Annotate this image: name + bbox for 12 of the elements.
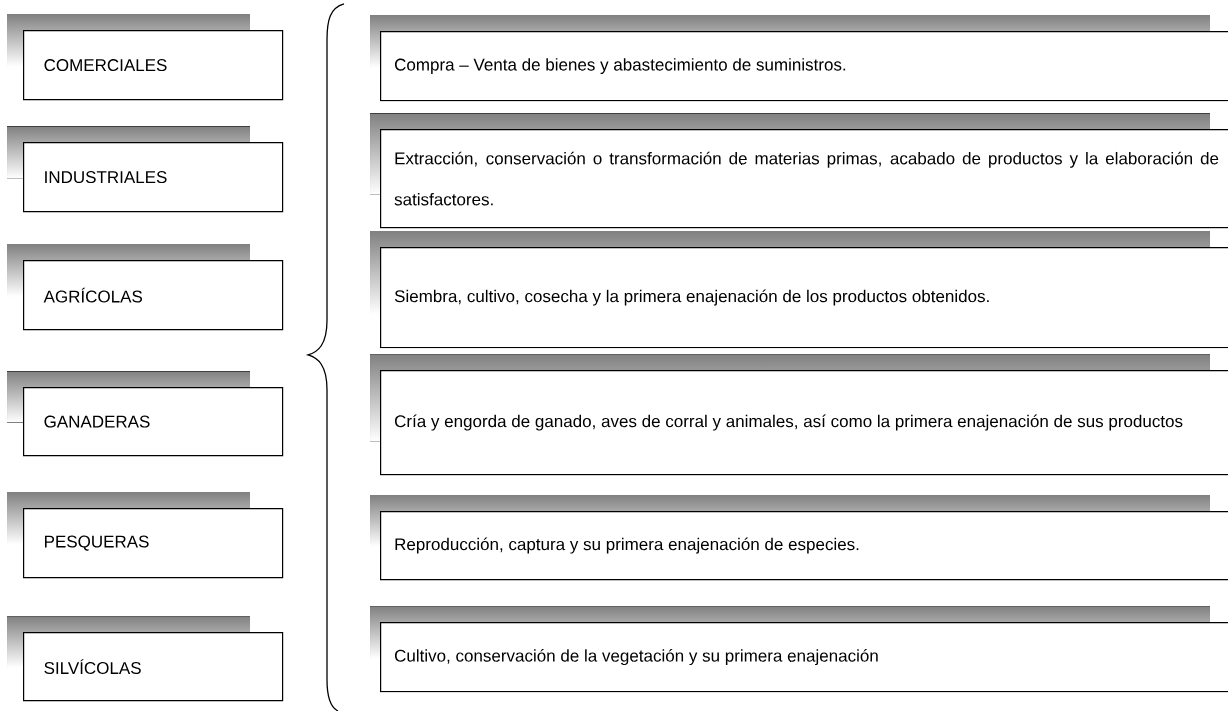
category-box: SILVÍCOLAS <box>7 616 284 702</box>
category-box: INDUSTRIALES <box>7 126 284 213</box>
description-box: Compra – Venta de bienes y abastecimiento de suministros. <box>370 15 1228 102</box>
description-box: Siembra, cultivo, cosecha y la primera enajenación de los productos obtenidos. <box>370 231 1228 349</box>
description-box: Cría y engorda de ganado, aves de corral y animales, así como la primera enajenación de sus productos <box>370 354 1228 476</box>
category-box: AGRÍCOLAS <box>7 244 284 331</box>
category-box: COMERCIALES <box>7 14 284 101</box>
description-box: Cultivo, conservación de la vegetación y su primera enajenación <box>370 606 1228 693</box>
description-box: Reproducción, captura y su primera enajenación de especies. <box>370 495 1228 581</box>
description-box: Extracción, conservación o transformación de materias primas, acabado de productos y la elaboración de satisfactores. <box>370 113 1228 229</box>
category-box: PESQUERAS <box>7 492 284 579</box>
category-box: GANADERAS <box>7 371 284 457</box>
